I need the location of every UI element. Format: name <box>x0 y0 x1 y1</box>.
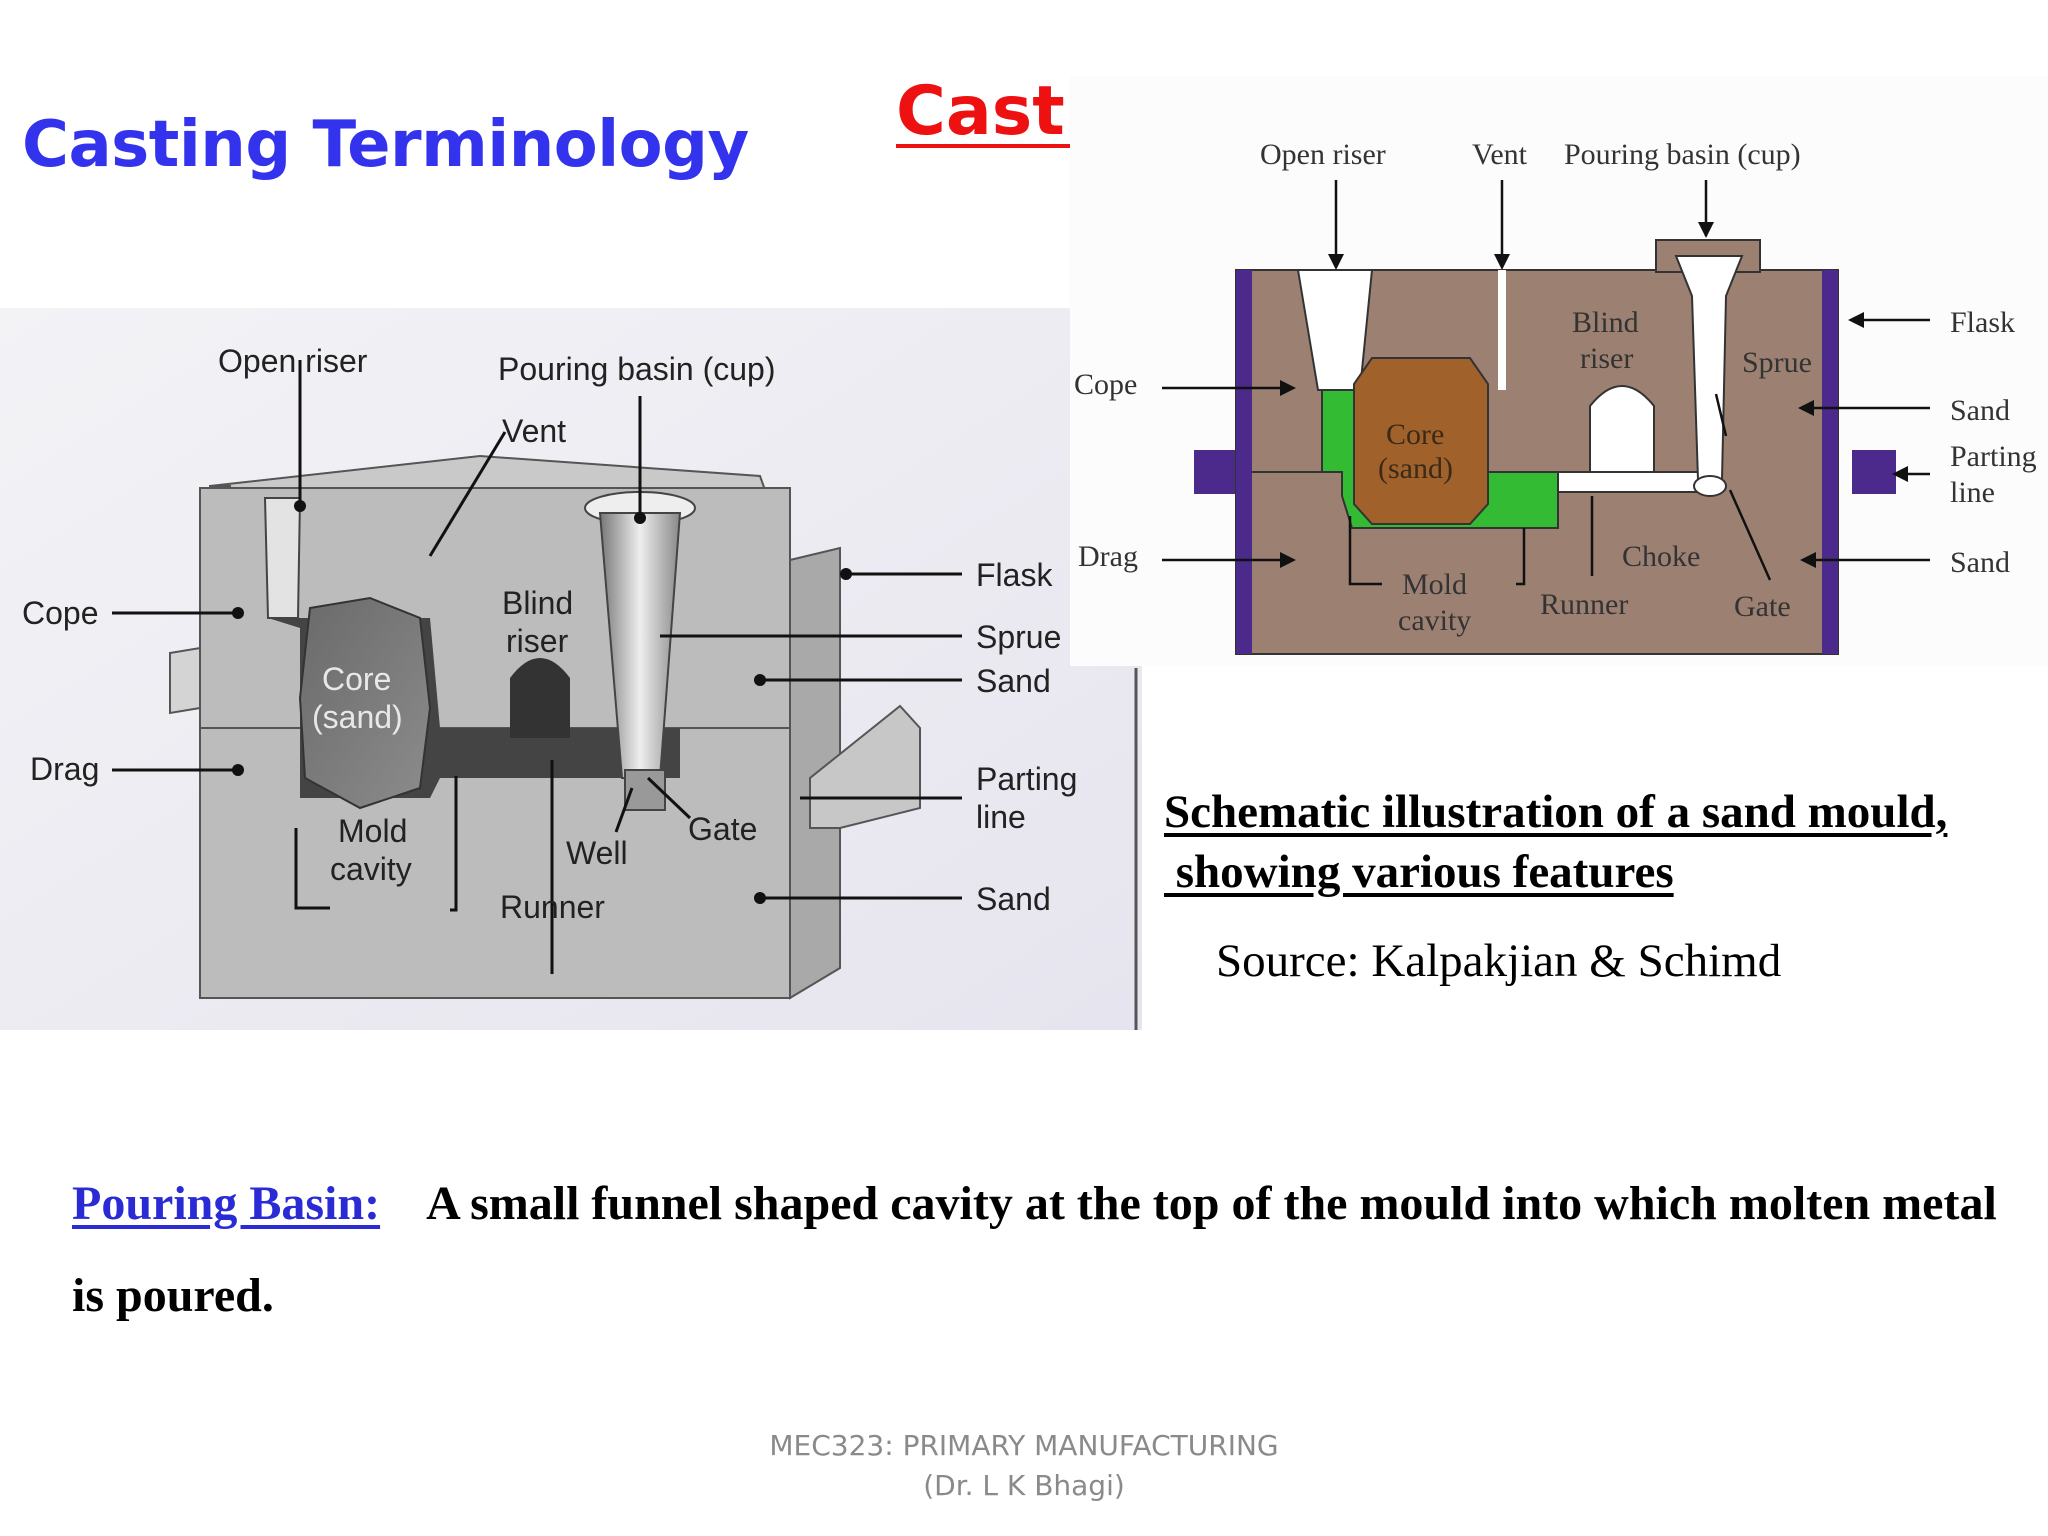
slide-title: Casting Terminology <box>22 108 749 182</box>
definition-term: Pouring Basin: <box>72 1177 381 1230</box>
r-label-blind-riser-2: riser <box>1580 342 1633 375</box>
footer-course: MEC323: PRIMARY MANUFACTURING <box>769 1429 1279 1462</box>
r-label-gate: Gate <box>1734 590 1791 623</box>
footer-author: (Dr. L K Bhagi) <box>923 1469 1125 1502</box>
r-label-sand-1: Sand <box>1950 394 2010 427</box>
label-sand-1: Sand <box>976 663 1051 699</box>
label-drag: Drag <box>30 751 99 787</box>
label-flask: Flask <box>976 557 1053 593</box>
label-runner: Runner <box>500 889 605 925</box>
r-label-mold-cavity-2: cavity <box>1398 604 1471 637</box>
label-blind-riser-1: Blind <box>502 585 573 621</box>
r-label-runner: Runner <box>1540 588 1628 621</box>
r-label-vent: Vent <box>1472 138 1528 171</box>
definition-pouring-basin: Pouring Basin:A small funnel shaped cavi… <box>72 1158 2032 1342</box>
label-pouring-basin: Pouring basin (cup) <box>498 351 775 387</box>
r-label-blind-riser-1: Blind <box>1572 306 1639 339</box>
r-label-parting-2: line <box>1950 476 1995 509</box>
figure-source: Source: Kalpakjian & Schimd <box>1216 935 1782 987</box>
r-label-open-riser: Open riser <box>1260 138 1386 171</box>
r-label-mold-cavity-1: Mold <box>1402 568 1467 601</box>
r-label-parting-1: Parting <box>1950 440 2037 473</box>
r-label-flask: Flask <box>1950 306 2015 339</box>
sand-mould-3d-illustration: Open riser Pouring basin (cup) Vent Cope… <box>0 308 1142 1030</box>
label-sand-2: Sand <box>976 881 1051 917</box>
r-label-pouring-basin: Pouring basin (cup) <box>1564 138 1801 171</box>
r-label-sprue: Sprue <box>1742 346 1812 379</box>
label-vent: Vent <box>502 413 566 449</box>
label-parting-1: Parting <box>976 761 1077 797</box>
figure-caption: Schematic illustration of a sand mould, … <box>1164 782 1947 902</box>
label-mold-cavity-1: Mold <box>338 813 407 849</box>
label-mold-cavity-2: cavity <box>330 851 412 887</box>
definition-text: A small funnel shaped cavity at the top … <box>72 1177 1997 1322</box>
sand-mould-schematic: Open riser Vent Pouring basin (cup) Cope… <box>1070 76 2048 666</box>
label-parting-2: line <box>976 799 1026 835</box>
label-well: Well <box>566 835 628 871</box>
r-label-drag: Drag <box>1078 540 1138 573</box>
caption-line-1: Schematic illustration of a sand mould, <box>1164 786 1948 838</box>
label-blind-riser-2: riser <box>506 623 569 659</box>
caption-line-2: showing various features <box>1164 846 1674 898</box>
label-open-riser: Open riser <box>218 343 368 379</box>
slide-footer: MEC323: PRIMARY MANUFACTURING (Dr. L K B… <box>0 1426 2048 1506</box>
label-cope: Cope <box>22 595 99 631</box>
r-label-cope: Cope <box>1074 368 1137 401</box>
r-label-sand-2: Sand <box>1950 546 2010 579</box>
label-core-1: Core <box>322 661 391 697</box>
label-sprue: Sprue <box>976 619 1061 655</box>
r-label-choke: Choke <box>1622 540 1700 573</box>
label-gate: Gate <box>688 811 757 847</box>
label-core-2: (sand) <box>312 699 403 735</box>
r-label-core-2: (sand) <box>1378 452 1453 485</box>
r-label-core-1: Core <box>1386 418 1444 451</box>
